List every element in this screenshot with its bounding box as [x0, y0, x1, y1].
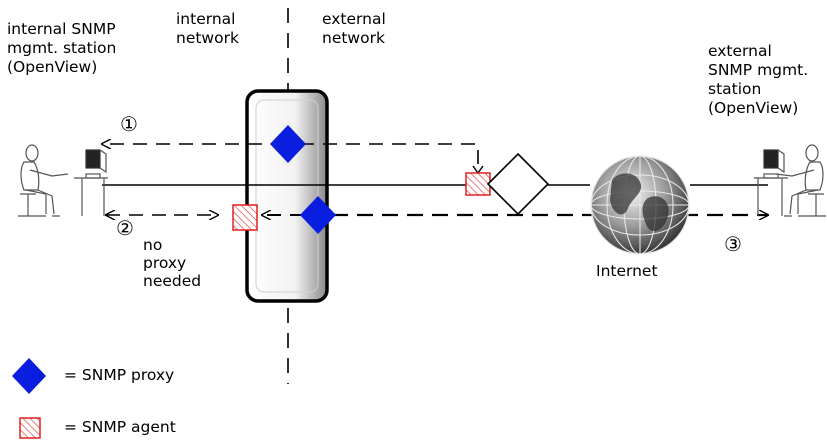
snmp-agent-square-router: [465, 172, 491, 196]
legend-agent-square-icon: [19, 417, 41, 439]
internal-network-label-line: internal: [176, 10, 236, 28]
marker-1: ①: [120, 112, 138, 136]
external-workstation-icon: [754, 144, 826, 217]
snmp-proxy-diamond-top: [270, 125, 306, 163]
internal-network-label-line: network: [176, 29, 239, 47]
no-proxy-label-line: needed: [143, 272, 202, 290]
no-proxy-label-line: no: [143, 236, 163, 254]
globe-icon: [590, 155, 690, 255]
legend-proxy-diamond-icon: [12, 358, 46, 394]
no-proxy-label-line: proxy: [143, 254, 187, 272]
external-network-label: external network: [322, 10, 386, 48]
external-station-label-line: station: [708, 80, 762, 98]
snmp-agent-square-internal: [232, 204, 258, 231]
internal-network-label: internal network: [176, 10, 239, 48]
firewall-icon: [245, 89, 329, 303]
external-station-label: external SNMP mgmt. station (OpenView): [708, 42, 808, 118]
legend-proxy-label: = SNMP proxy: [64, 366, 175, 384]
external-station-label-line: (OpenView): [708, 99, 799, 117]
flow-1-arrowhead-down: [472, 165, 484, 175]
internal-station-label: internal SNMP mgmt. station (OpenView): [7, 20, 116, 77]
internal-station-label-line: mgmt. station: [7, 39, 117, 57]
legend-agent-label: = SNMP agent: [64, 418, 176, 436]
internal-workstation-icon: [18, 144, 108, 217]
marker-3: ③: [724, 232, 742, 256]
marker-2: ②: [116, 216, 134, 240]
external-network-label-line: external: [322, 10, 386, 28]
snmp-proxy-diamond-bottom: [300, 196, 336, 234]
internal-station-label-line: (OpenView): [7, 58, 98, 76]
flow-1-line-right: [300, 143, 479, 172]
external-station-label-line: external: [708, 42, 772, 60]
internal-station-label-line: internal SNMP: [7, 20, 116, 38]
internet-label: Internet: [596, 262, 658, 280]
no-proxy-needed-label: no proxy needed: [143, 236, 201, 290]
external-network-label-line: network: [322, 29, 385, 47]
external-station-label-line: SNMP mgmt.: [708, 61, 809, 79]
router-diamond-icon: [486, 152, 550, 216]
